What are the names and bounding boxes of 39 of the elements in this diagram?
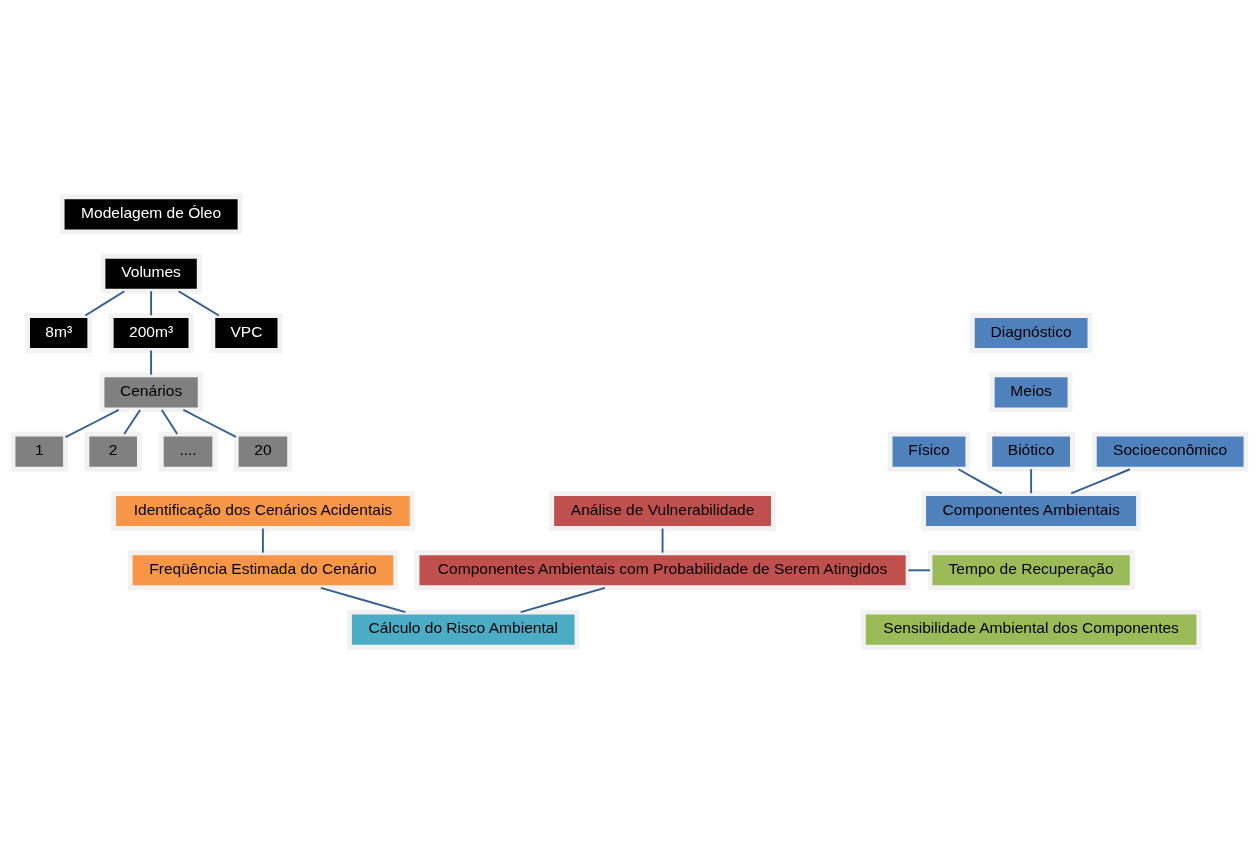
connector xyxy=(319,586,407,613)
node-box: Cálculo do Risco Ambiental xyxy=(347,609,580,650)
connector xyxy=(957,467,1003,494)
connector xyxy=(150,289,153,316)
connector xyxy=(261,527,264,554)
connector xyxy=(519,586,606,613)
node-box: Físico xyxy=(887,431,971,472)
node-box: Biótico xyxy=(987,431,1075,472)
connector xyxy=(1070,467,1131,494)
node-box: Modelagem de Óleo xyxy=(59,193,243,234)
node-box: 1 xyxy=(10,431,68,472)
node-box: 8m³ xyxy=(25,312,93,353)
connector xyxy=(84,289,126,316)
node-box: Componentes Ambientais xyxy=(921,490,1141,531)
connector xyxy=(150,349,153,376)
connector xyxy=(907,568,931,571)
node-box: Identificação dos Cenários Acidentais xyxy=(111,490,415,531)
node-box: Freqüência Estimada do Cenário xyxy=(127,549,399,590)
node-box: Cenários xyxy=(99,371,203,412)
connector xyxy=(177,289,220,316)
node-box: 200m³ xyxy=(108,312,194,353)
connector xyxy=(1030,467,1033,494)
connector xyxy=(123,408,142,435)
node-box: Análise de Vulnerabilidade xyxy=(549,490,776,531)
node-box: .... xyxy=(158,431,218,472)
connector xyxy=(64,408,120,438)
node-box: VPC xyxy=(210,312,283,353)
connector xyxy=(182,408,237,438)
node-box: Meios xyxy=(989,371,1073,412)
node-box: Componentes Ambientais com Probabilidade de Serem Atingidos xyxy=(414,549,911,590)
node-box: Diagnóstico xyxy=(969,312,1093,353)
connector xyxy=(160,408,179,435)
node-box: Volumes xyxy=(100,253,202,294)
connector xyxy=(661,527,664,554)
node-box: Sensibilidade Ambiental dos Componentes xyxy=(860,609,1202,650)
node-box: 2 xyxy=(84,431,142,472)
node-box: Socioeconômico xyxy=(1091,431,1249,472)
node-box: 20 xyxy=(233,431,293,472)
node-box: Tempo de Recuperação xyxy=(927,549,1135,590)
